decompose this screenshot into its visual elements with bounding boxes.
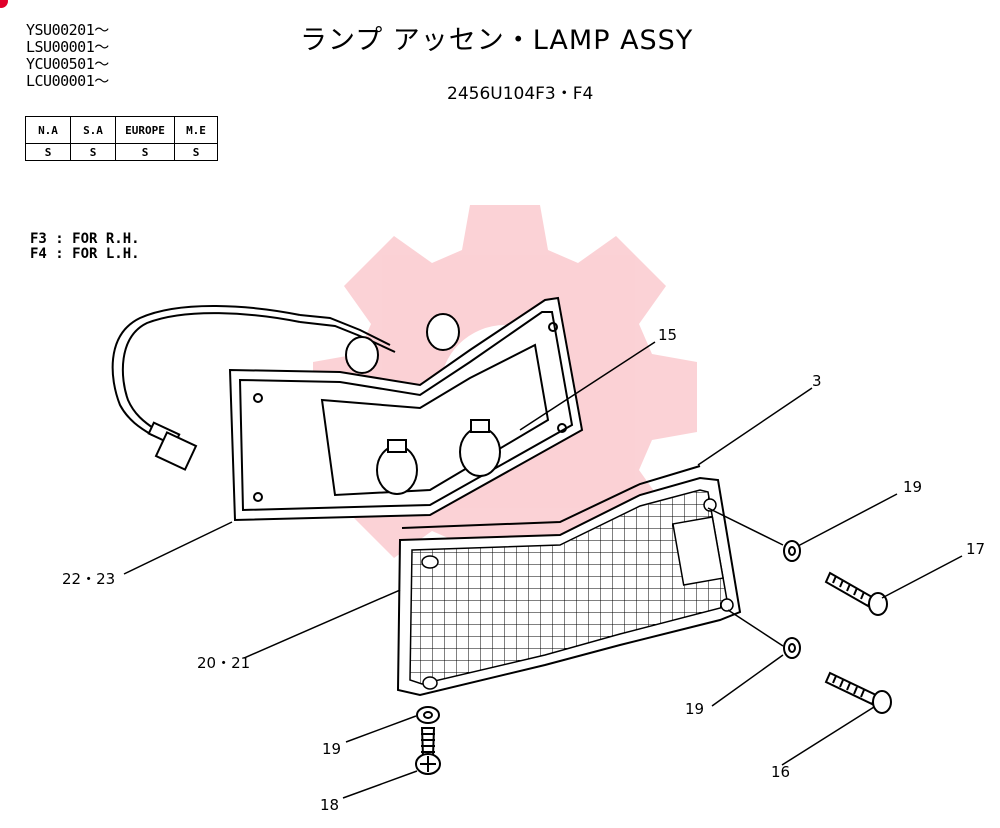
serial-range: YSU00201～ (26, 21, 109, 39)
note-lh: F4 : FOR L.H. (30, 246, 140, 262)
serial-range: LCU00001～ (26, 72, 109, 90)
region-value: S (174, 143, 218, 161)
washer-icon (416, 540, 801, 724)
page-title: ランプ アッセン・LAMP ASSY (300, 25, 694, 56)
part-code: 2456U104F3・F4 (447, 84, 594, 104)
serial-range: LSU00001～ (26, 38, 109, 56)
side-notes: F3 : FOR R.H. F4 : FOR L.H. (30, 232, 140, 262)
lamp-lens (396, 465, 742, 697)
callout-16: 16 (771, 763, 790, 781)
callout-19-bottom: 19 (322, 740, 341, 758)
region-value: S (25, 143, 71, 161)
wire-harness (111, 305, 396, 436)
region-value-row: S S S S (25, 143, 218, 161)
callout-18: 18 (320, 796, 339, 814)
serial-range: YCU00501～ (26, 55, 109, 73)
callout-15: 15 (658, 326, 677, 344)
connector-icon (147, 421, 198, 471)
region-table: N.A S.A EUROPE M.E S S S S (25, 116, 218, 161)
callout-20-21: 20・21 (197, 654, 250, 672)
callout-19-right: 19 (685, 700, 704, 718)
bulb-icon (345, 313, 501, 495)
callout-17: 17 (966, 540, 985, 558)
callout-22-23: 22・23 (62, 570, 115, 588)
leader-lines (123, 341, 963, 799)
serial-range-list: YSU00201～ LSU00001～ YCU00501～ LCU00001～ (26, 22, 109, 90)
note-rh: F3 : FOR R.H. (30, 231, 140, 247)
corner-marker (0, 0, 8, 8)
callout-19-top: 19 (903, 478, 922, 496)
callout-3: 3 (812, 372, 822, 390)
